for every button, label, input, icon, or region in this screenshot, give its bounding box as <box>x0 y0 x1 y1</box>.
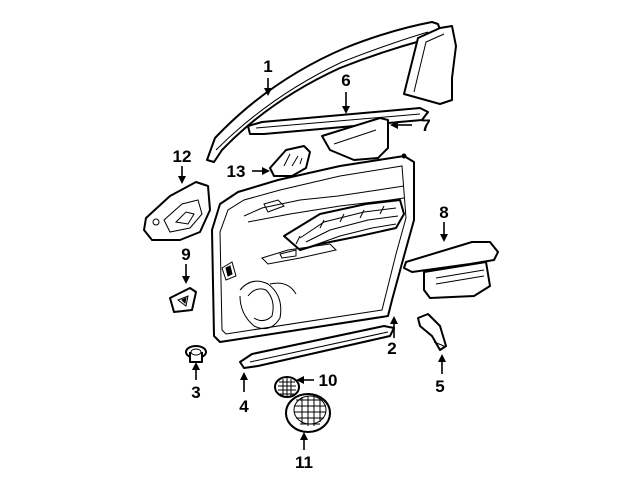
callout-8: 8 <box>439 203 448 222</box>
callout-1: 1 <box>263 57 272 76</box>
part-2-door-trim-panel <box>211 153 415 343</box>
part-6-belt-weatherstrip <box>247 107 429 135</box>
callout-10: 10 <box>319 371 338 390</box>
leader-lines <box>178 78 448 450</box>
part-9-triangle-cover <box>169 287 197 313</box>
callout-7: 7 <box>421 116 430 135</box>
part-11-large-grille <box>285 393 331 433</box>
callout-11: 11 <box>295 453 313 472</box>
callout-labels: 1 2 3 4 5 6 7 8 9 10 11 12 13 <box>173 57 449 472</box>
callout-12: 12 <box>173 147 192 166</box>
callout-13: 13 <box>227 162 246 181</box>
part-12-seat-switch-cover <box>143 181 211 241</box>
part-4-lower-trim-strip <box>239 325 395 369</box>
part-8-armrest <box>403 241 499 299</box>
callout-3: 3 <box>191 383 200 402</box>
part-3-push-clip <box>185 345 207 363</box>
callout-5: 5 <box>435 377 444 396</box>
callout-4: 4 <box>239 397 249 416</box>
callout-6: 6 <box>341 71 350 90</box>
callout-9: 9 <box>181 245 190 264</box>
part-10-small-grille <box>274 376 300 398</box>
part-7-mirror-cover <box>321 117 389 161</box>
part-13-switch-trim <box>269 145 311 177</box>
part-5-pull-handle <box>417 313 447 351</box>
part-1-pillar-trim <box>206 21 457 163</box>
callout-2: 2 <box>387 339 396 358</box>
